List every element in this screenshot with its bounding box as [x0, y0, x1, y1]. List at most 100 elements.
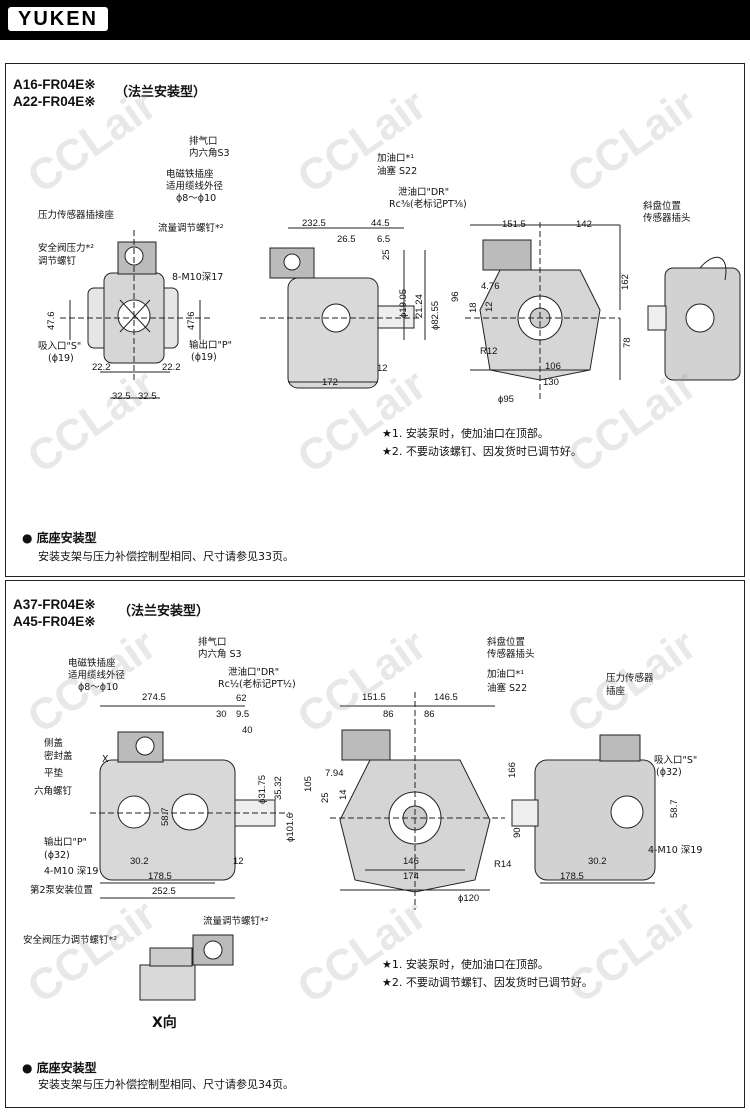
- dim-78: 78: [622, 337, 633, 348]
- dim-12-rear: 12: [484, 301, 495, 312]
- dim-32.5-right: 32.5: [138, 391, 157, 402]
- label-m10: 8-M10深17: [172, 272, 224, 283]
- dim-22.2-left: 22.2: [92, 362, 111, 373]
- base-mount-title-2: ● 底座安装型: [22, 1061, 97, 1075]
- dim-22.2-right: 22.2: [162, 362, 181, 373]
- label-flow-adj-2: 流量调节螺钉*²: [203, 916, 269, 927]
- dim-174: 174: [403, 871, 419, 882]
- dim-105: 105: [303, 776, 314, 792]
- dim-30.2-end: 30.2: [588, 856, 607, 867]
- dim-162: 162: [620, 274, 631, 290]
- dim-7.94: 7.94: [325, 768, 344, 779]
- label-seal-cover: 密封盖: [44, 751, 73, 762]
- label-solenoid-socket-2: 电磁铁插座: [68, 658, 116, 669]
- dim-90: 90: [512, 827, 523, 838]
- label-cable-od: 适用缆线外径: [166, 181, 224, 192]
- label-side-cover: 侧盖: [44, 738, 64, 749]
- dim-12-2: 12: [233, 856, 244, 867]
- note-2: ★2. 不要动该螺钉、因发货时已调节好。: [382, 445, 582, 458]
- label-relief-adj: 安全阀压力*²: [38, 243, 95, 254]
- base-mount-title: ● 底座安装型: [22, 531, 97, 545]
- dim-146.5: 146.5: [434, 692, 458, 703]
- dim-40: 40: [242, 725, 253, 736]
- panel-a16-a22: [5, 63, 745, 577]
- dim-phi95: ϕ95: [498, 394, 514, 405]
- label-hex-s3: 内六角S3: [189, 148, 230, 159]
- label-fill-port-2: 加油口*¹: [487, 669, 525, 680]
- dim-6.5: 6.5: [377, 234, 391, 245]
- label-outlet-2: 输出口"P": [44, 837, 87, 848]
- dim-phi31.75: ϕ31.75: [257, 774, 268, 804]
- dim-58.7-end: 58.7: [669, 799, 680, 819]
- drawing-set-1: [60, 222, 741, 400]
- label-m10b-2: 4-M10 深19: [648, 845, 703, 856]
- dim-178.5-end: 178.5: [560, 871, 584, 882]
- label-swash-2: 斜盘位置: [487, 637, 526, 648]
- label-plug-2: 油塞 S22: [487, 683, 528, 694]
- label-inlet-d-2: (ϕ32): [656, 767, 682, 778]
- dim-25: 25: [381, 249, 392, 260]
- label-swash-sensor: 传感器插头: [643, 213, 691, 224]
- dim-21.24: 21.24: [414, 294, 425, 318]
- dim-172: 172: [322, 377, 338, 388]
- label-drain-rc-2: Rc½(老标记PT½): [218, 679, 296, 690]
- label-flow-adj: 流量调节螺钉*²: [158, 223, 224, 234]
- label-drain: 泄油口"DR": [398, 187, 450, 198]
- dim-phi101.6: ϕ101.6: [285, 812, 296, 842]
- dim-178.5: 178.5: [148, 871, 172, 882]
- label-swash: 斜盘位置: [643, 201, 682, 212]
- dim-252.5: 252.5: [152, 886, 176, 897]
- dim-166: 166: [507, 762, 518, 778]
- dim-18: 18: [468, 302, 479, 313]
- label-solenoid-socket: 电磁铁插座: [166, 169, 214, 180]
- dim-62: 62: [236, 693, 247, 704]
- mount-type-label-2: （法兰安装型）: [118, 604, 210, 619]
- dim-96: 96: [450, 291, 461, 302]
- note-2-2: ★2. 不要动调节螺钉、因发货时已调节好。: [382, 976, 593, 989]
- dim-R14: R14: [494, 859, 512, 870]
- label-drain-rc: Rc⅜(老标记PT⅜): [389, 199, 467, 210]
- dim-106: 106: [545, 361, 561, 372]
- model-title-a16: A16-FR04E※: [13, 77, 96, 92]
- label-cable-range: ϕ8～ϕ10: [176, 193, 217, 204]
- label-cable-range-2: ϕ8～ϕ10: [78, 682, 119, 693]
- side-view-body: [287, 277, 379, 389]
- dim-47.6-right: 47.6: [186, 311, 197, 331]
- mount-type-label: （法兰安装型）: [115, 85, 207, 100]
- label-socket-2: 插座: [606, 686, 626, 697]
- model-title-a37: A37-FR04E※: [13, 597, 96, 612]
- dim-151.5: 151.5: [502, 219, 526, 230]
- dim-26.5: 26.5: [337, 234, 356, 245]
- note-1: ★1. 安装泵时，使加油口在顶部。: [382, 427, 549, 440]
- label-swash-sensor-2: 传感器插头: [487, 649, 535, 660]
- dim-58.7: 58.7: [160, 807, 171, 827]
- label-x-mark: X: [102, 754, 109, 765]
- dim-phi19.05: ϕ19.05: [398, 288, 409, 318]
- label-hex-s3-2: 内六角 S3: [198, 649, 242, 660]
- dim-12: 12: [377, 363, 388, 374]
- label-pump2-pos: 第2泵安装位置: [30, 885, 94, 896]
- label-drain-2: 泄油口"DR": [228, 667, 280, 678]
- dim-44.5: 44.5: [371, 218, 390, 229]
- base-mount-title-text: 底座安装型: [36, 531, 97, 545]
- dim-25-2: 25: [320, 792, 331, 803]
- dim-phi120: ϕ120: [458, 893, 480, 904]
- label-pressure-sensor: 压力传感器插接座: [38, 210, 115, 221]
- label-relief-adj-2: 安全阀压力调节螺钉*²: [23, 935, 118, 946]
- note-1-2: ★1. 安装泵时，使加油口在顶部。: [382, 958, 549, 971]
- dim-142: 142: [576, 219, 592, 230]
- panel-a37-a45: [5, 580, 745, 1108]
- label-inlet-d: (ϕ19): [48, 353, 74, 364]
- base-mount-title-text-2: 底座安装型: [36, 1061, 97, 1075]
- dim-9.5: 9.5: [236, 709, 250, 720]
- dim-232.5: 232.5: [302, 218, 326, 229]
- dim-30.2: 30.2: [130, 856, 149, 867]
- dim-4.76: 4.76: [481, 281, 500, 292]
- drawing-set-2: [90, 692, 656, 1001]
- dim-R12: R12: [480, 346, 498, 357]
- label-fill-port: 加油口*¹: [377, 153, 415, 164]
- label-outlet-d: (ϕ19): [191, 352, 217, 363]
- dim-86-left: 86: [383, 709, 394, 720]
- dim-86-right: 86: [424, 709, 435, 720]
- dim-32.5-left: 32.5: [112, 391, 131, 402]
